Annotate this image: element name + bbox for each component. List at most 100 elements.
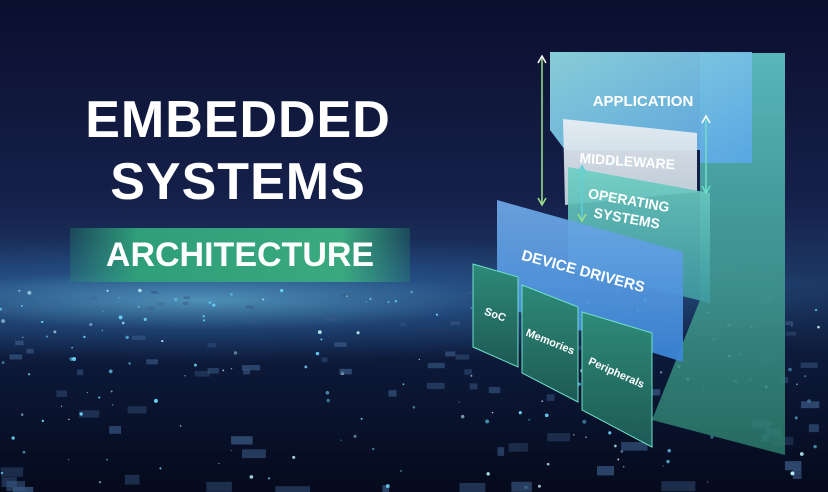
grid-light [394,300,397,303]
grid-light [621,442,648,451]
middleware-label: MIDDLEWARE [579,150,676,173]
grid-light [785,331,797,336]
grid-light [369,297,372,301]
grid-light [218,462,220,465]
grid-light [784,461,802,471]
grid-light [455,354,470,360]
grid-light [459,482,486,492]
grid-light [118,296,120,299]
double-arrow-icon [701,114,711,195]
grid-light [707,481,709,483]
grid-light [491,412,494,414]
grid-light [202,315,205,318]
grid-light [470,374,473,377]
grid-light [340,439,342,441]
grid-light [182,302,189,305]
grid-light [620,450,624,453]
grid-light [118,315,123,320]
grid-light [341,293,349,297]
grid-light [0,471,4,475]
grid-light [460,414,465,419]
grid-light [427,362,445,369]
grid-light [106,458,108,461]
grid-light [86,391,89,394]
grid-light [89,322,93,327]
grid-light [110,390,113,393]
grid-light [511,481,532,492]
grid-light [138,288,142,293]
grid-light [12,486,34,492]
grid-light [546,462,550,466]
grid-light [320,338,323,341]
grid-light [147,306,155,310]
grid-light [622,465,625,468]
grid-light [98,480,102,484]
grid-light [800,362,818,368]
grid-light [159,467,162,470]
grid-light [72,357,77,362]
grid-light [388,390,397,397]
grid-light [541,400,544,403]
grid-light [60,405,63,407]
grid-light [77,369,84,375]
grid-light [262,298,265,301]
grid-light [174,297,178,302]
grid-light [22,336,24,339]
grid-light [242,449,266,459]
grid-light [71,346,73,349]
grid-light [426,382,445,389]
grid-light [206,481,232,492]
grid-light [435,313,438,316]
grid-light [153,398,158,403]
grid-light [179,425,182,427]
grid-light [101,329,104,332]
grid-light [547,433,571,442]
grid-light [666,459,670,464]
grid-light [0,307,3,311]
grid-light [56,390,67,397]
grid-light [18,289,21,292]
grid-light [151,291,158,294]
grid-light [98,396,101,399]
grid-light [26,348,34,354]
title-line-2: SYSTEMS [110,153,366,211]
grid-light [304,365,308,369]
grid-light [661,481,696,492]
grid-light [410,290,413,294]
grid-light [1,319,6,324]
grid-light [106,289,109,292]
grid-light [353,434,357,438]
grid-light [230,449,232,452]
grid-light [445,351,456,357]
architecture-badge-label: ARCHITECTURE [105,236,375,274]
grid-light [90,297,98,300]
grid-light [385,484,390,489]
grid-light [796,383,798,385]
grid-light [518,411,522,415]
grid-light [464,369,472,375]
grid-light [817,325,820,329]
grid-light [808,424,819,433]
grid-light [79,412,83,416]
grid-light [194,370,210,377]
device-drivers-layer [497,200,683,362]
grid-light [458,401,460,403]
grid-light [799,452,804,456]
grid-light [317,330,322,334]
grid-light [241,364,260,371]
grid-light [399,322,407,327]
double-arrow-icon [537,54,547,207]
grid-light [667,448,671,453]
grid-light [450,321,461,326]
grid-light [68,418,70,421]
grid-light [21,304,23,307]
grid-light [411,300,419,304]
grid-light [486,472,490,476]
grid-light [46,335,48,338]
grid-light [617,458,620,461]
grid-light [6,481,26,492]
grid-light [790,471,795,476]
grid-light [157,302,165,306]
grid-light [488,386,501,394]
